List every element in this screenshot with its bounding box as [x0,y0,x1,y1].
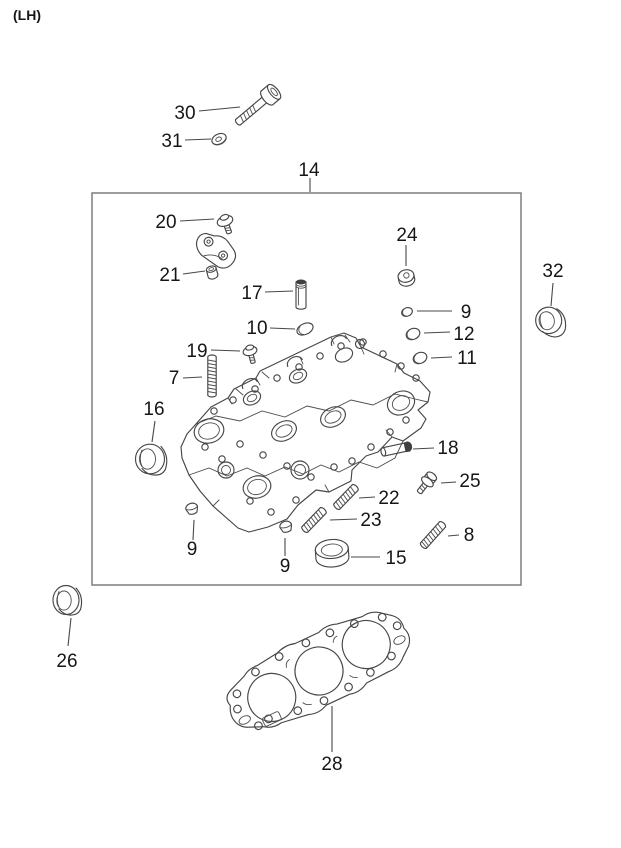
part-19-bolt-icon [242,344,258,364]
callout-26: 26 [56,651,77,672]
part-25-bolt-icon [416,471,438,495]
part-30-bolt-icon [234,83,282,126]
callout-25: 25 [459,471,480,492]
part-9-plug-icon-bottom-middle [279,520,293,533]
part-24-nut-icon [397,269,416,287]
part-26-seal-icon [52,584,83,616]
part-18-dowel-icon [380,441,413,457]
part-22-stud-icon [333,483,359,511]
leader-17 [264,290,294,293]
head-bolt-holes [201,338,420,516]
camshaft-cap-detail [195,232,237,269]
callout-19: 19 [186,341,207,362]
callout-30: 30 [174,103,195,124]
callout-9-bottom-left: 9 [187,539,198,560]
leader-26 [67,617,72,647]
part-17-valve-guide-icon [295,279,307,310]
callout-10: 10 [246,318,267,339]
part-11-cap-icon [412,351,428,365]
callout-16: 16 [143,399,164,420]
callout-14: 14 [298,160,320,181]
callout-31: 31 [161,131,182,152]
callout-17: 17 [241,283,262,304]
part-31-washer-icon [211,132,227,146]
part-10-cap-icon [296,322,314,336]
part-7-stud-icon [207,354,217,398]
leader-20 [179,218,215,222]
callout-28: 28 [321,754,342,775]
leader-16 [151,420,156,443]
leader-12 [423,331,451,334]
callout-12: 12 [453,324,474,345]
callout-8: 8 [464,525,475,546]
leader-7 [182,376,203,379]
part-8-stud-icon [419,520,447,550]
callout-24: 24 [396,225,418,246]
leader-31 [184,138,212,141]
part-32-seal-icon [535,306,567,338]
callout-22: 22 [378,488,399,509]
callout-9-top: 9 [461,302,472,323]
leader-18 [412,447,435,450]
part-21-dowel-icon [205,265,219,280]
gasket-bolt-holes [232,612,402,731]
callout-32: 32 [542,261,563,282]
callout-21: 21 [159,265,180,286]
leader-8 [447,534,460,537]
leader-11 [430,356,453,359]
leader-32 [550,282,554,307]
part-12-cap-icon [405,327,421,341]
assembly-box [91,192,522,586]
part-23-stud-icon [301,506,327,534]
part-9-plug-icon-bottom-left [185,502,199,515]
leader-10 [269,327,296,330]
cylinder-head-body [180,332,431,533]
part-16-seal-icon [134,443,168,476]
part-20-bolt-icon [216,213,234,235]
leader-9-bottom-left [192,519,195,541]
leader-30 [198,106,241,112]
leader-23 [329,518,358,521]
callout-11: 11 [457,348,477,369]
callout-9-bottom-middle: 9 [280,556,291,577]
leader-19 [210,349,241,352]
callout-18: 18 [437,438,458,459]
leader-21 [182,270,206,275]
callout-15: 15 [385,548,406,569]
callout-7: 7 [169,368,180,389]
callout-23: 23 [360,510,381,531]
leader-22 [358,496,376,499]
callout-20: 20 [155,212,176,233]
part-9-cap-icon-top [401,307,413,317]
leader-25 [440,481,457,484]
part-28-head-gasket-icon [226,611,411,731]
part-15-cup-plug-icon [314,538,350,568]
hand-side-note: (LH) [13,7,41,23]
